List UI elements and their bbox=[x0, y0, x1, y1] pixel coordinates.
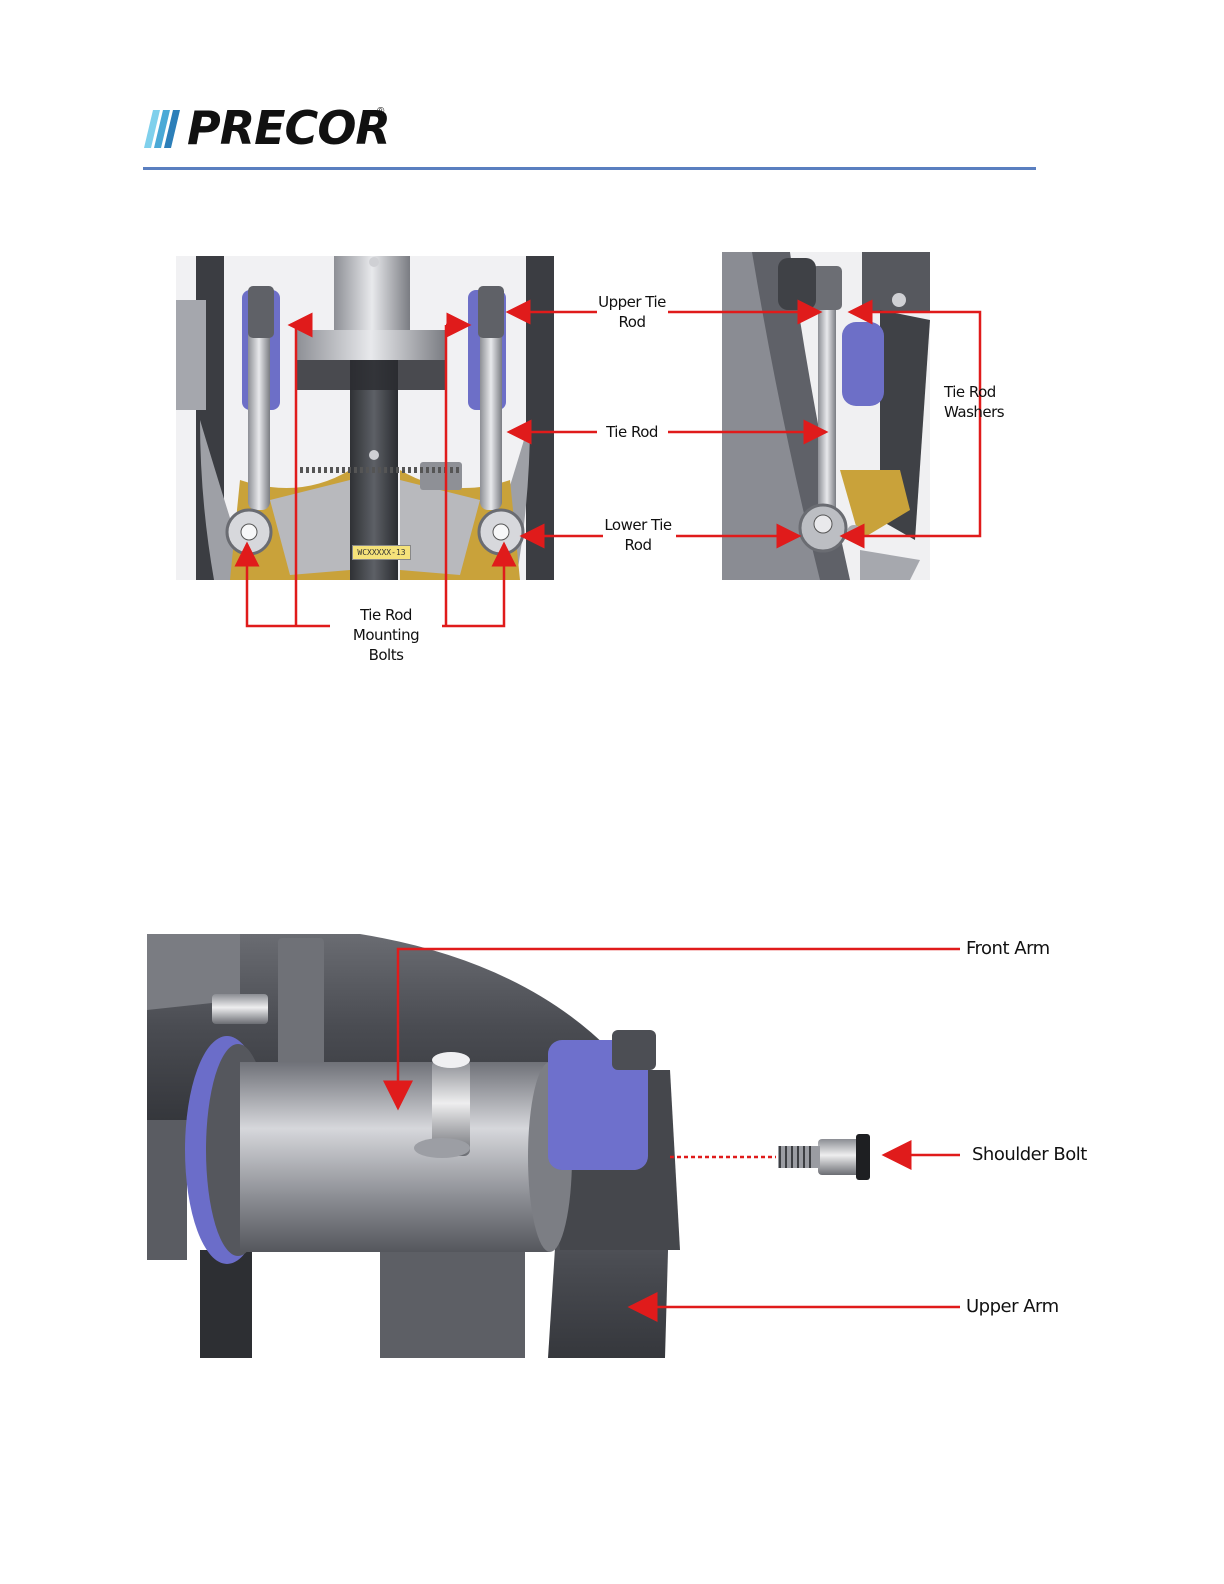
part-tag: WCXXXXX-13 bbox=[352, 545, 411, 560]
label-tie-rod: Tie Rod bbox=[597, 422, 667, 442]
side-view-image bbox=[722, 252, 930, 580]
label-upper-tie-rod: Upper Tie Rod bbox=[597, 292, 667, 332]
label-lower-tie-rod: Lower Tie Rod bbox=[603, 515, 673, 555]
tie-rod-figure bbox=[0, 0, 1224, 700]
front-view-image bbox=[176, 256, 554, 580]
label-shoulder-bolt: Shoulder Bolt bbox=[972, 1144, 1087, 1166]
arm-assembly-image bbox=[147, 934, 870, 1358]
label-front-arm: Front Arm bbox=[966, 938, 1050, 960]
arm-callouts bbox=[398, 949, 960, 1307]
label-tie-rod-mounting-bolts: Tie Rod Mounting Bolts bbox=[328, 605, 444, 665]
label-upper-arm: Upper Arm bbox=[966, 1296, 1059, 1318]
label-tie-rod-washers: Tie Rod Washers bbox=[944, 382, 1054, 422]
